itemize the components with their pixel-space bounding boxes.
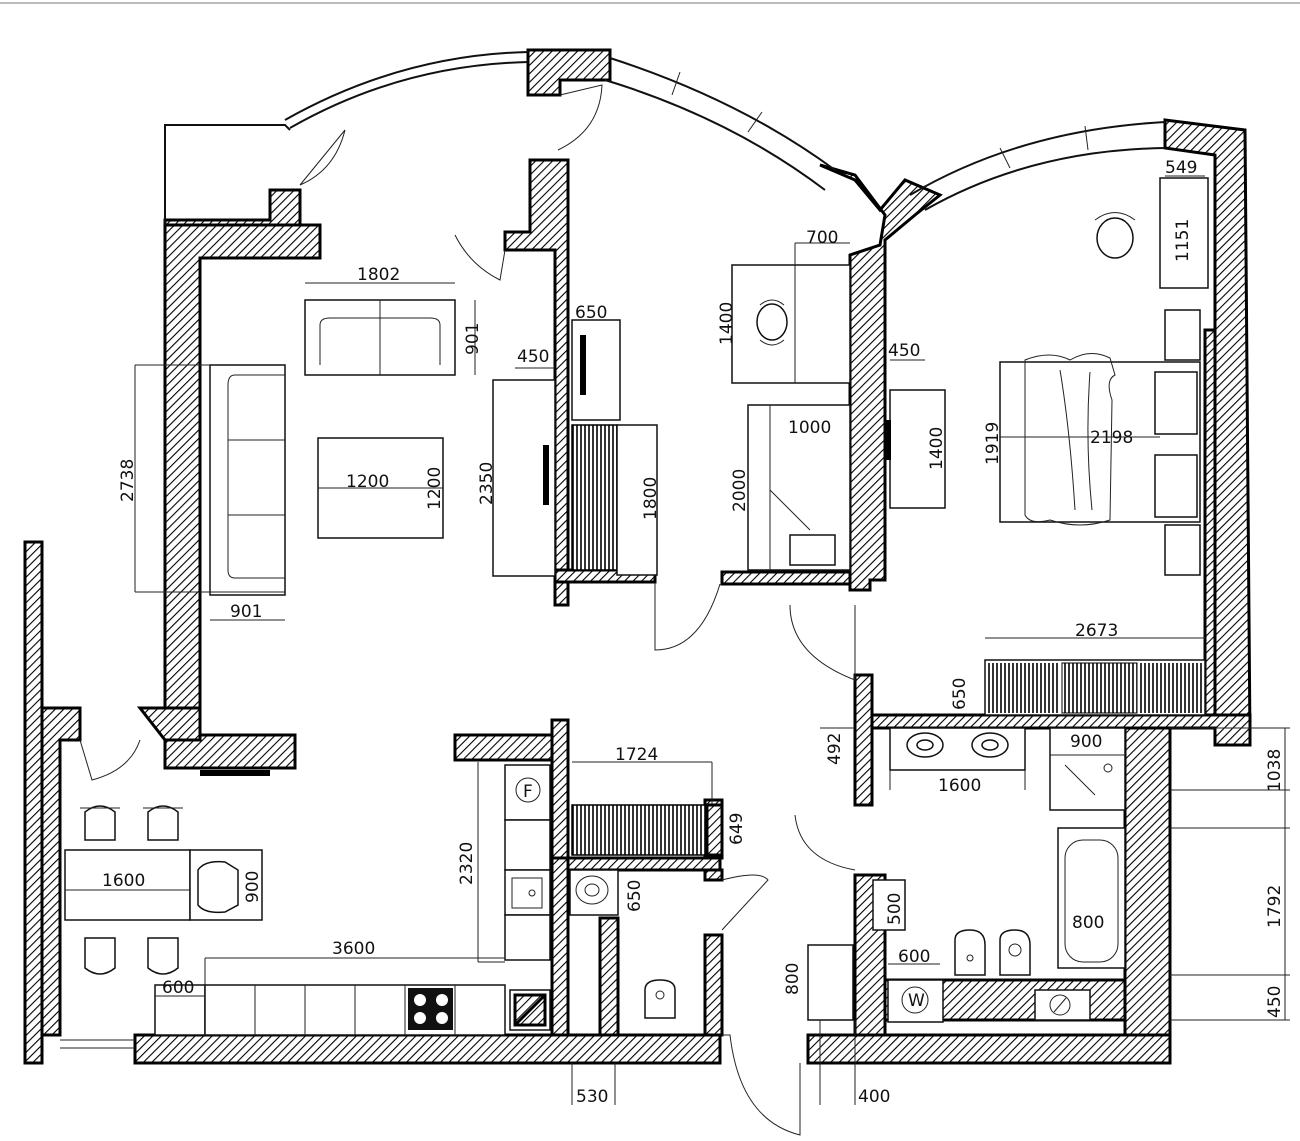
fridge-symbol: F: [523, 782, 533, 802]
kitchen: [154, 762, 551, 1036]
dim-shower-width: 900: [1070, 732, 1102, 752]
dimension-labels: 1802 901 2738 901 1200 1200 2350 450 650…: [102, 158, 1285, 1107]
dim-vanity-length: 1151: [1173, 219, 1193, 262]
dim-kitchen-column: 2320: [457, 842, 477, 885]
dim-washer-width: 600: [898, 947, 930, 967]
dim-bathroom-depth: 1038: [1265, 749, 1285, 792]
dim-coffee-width: 1200: [346, 472, 389, 492]
dim-cabinet-length: 2000: [730, 469, 750, 512]
dim-bathroom-wall: 492: [825, 733, 845, 765]
washer-symbol: W: [908, 991, 925, 1011]
dim-kitchen-counter: 3600: [332, 939, 375, 959]
dim-bedroom-tv-length: 1400: [927, 427, 947, 470]
dim-sofa-left-length: 2738: [118, 459, 138, 502]
double-sink: [820, 727, 1026, 790]
curved-windows: [284, 51, 1166, 211]
dim-dining-bench: 900: [243, 871, 263, 903]
washer: [887, 963, 944, 1023]
bedroom-wardrobe: [984, 637, 1206, 716]
dim-sofa-top-depth: 901: [463, 323, 483, 355]
dim-tv-depth: 450: [517, 347, 549, 367]
dim-kitchen-counter-depth: 600: [162, 978, 194, 998]
dim-entry-door: 400: [858, 1087, 890, 1107]
dim-desk-width: 700: [806, 228, 838, 248]
dim-entry-shelf: 800: [783, 963, 803, 995]
dim-wardrobe-width: 650: [575, 303, 607, 323]
vanity: [1094, 175, 1209, 289]
dim-sofa-left-depth: 901: [230, 602, 262, 622]
dim-cabinet-width: 1000: [788, 418, 831, 438]
dim-hall-wardrobe-length: 1724: [615, 745, 658, 765]
dim-dining-table: 1600: [102, 871, 145, 891]
bed: [999, 309, 1201, 576]
dim-tv-height: 2350: [477, 462, 497, 505]
bathtub: [1057, 827, 1126, 969]
doors: [79, 84, 856, 1136]
dim-bathtub-width: 800: [1072, 913, 1104, 933]
dining-set: [64, 805, 263, 975]
bathroom-vent: [1034, 989, 1091, 1021]
dim-bed-length: 1919: [983, 422, 1003, 465]
cabinet: [747, 404, 851, 571]
dim-hall-wardrobe-depth: 649: [727, 813, 747, 845]
sofa-left: [134, 364, 286, 621]
hall-wardrobe: [571, 319, 658, 576]
dim-sofa-top-width: 1802: [357, 265, 400, 285]
dim-sink-width: 1600: [938, 776, 981, 796]
study-desk: [731, 242, 851, 384]
dim-bed-width: 2198: [1090, 428, 1133, 448]
dim-toilet-niche: 500: [885, 893, 905, 925]
dim-bath-bottom: 450: [1265, 986, 1285, 1018]
shower: [1049, 727, 1126, 811]
dim-bedroom-tv-depth: 450: [888, 341, 920, 361]
wc: [569, 869, 676, 1019]
dim-wc-door: 530: [576, 1087, 608, 1107]
dim-vanity-width: 549: [1165, 158, 1197, 178]
bidet-toilet: [954, 929, 1031, 976]
bedroom-tv: [886, 359, 946, 509]
dim-bedroom-wardrobe-depth: 650: [950, 678, 970, 710]
sofa-top: [304, 282, 476, 376]
dim-desk-length: 1400: [717, 302, 737, 345]
dim-bedroom-wardrobe-length: 2673: [1075, 621, 1118, 641]
wc-wardrobe: [571, 761, 724, 857]
tv-unit: [492, 367, 556, 577]
dim-bath-section: 1792: [1265, 885, 1285, 928]
dim-wardrobe-length: 1800: [641, 477, 661, 520]
dim-wc-sink-depth: 650: [625, 880, 645, 912]
dim-coffee-depth: 1200: [425, 467, 445, 510]
